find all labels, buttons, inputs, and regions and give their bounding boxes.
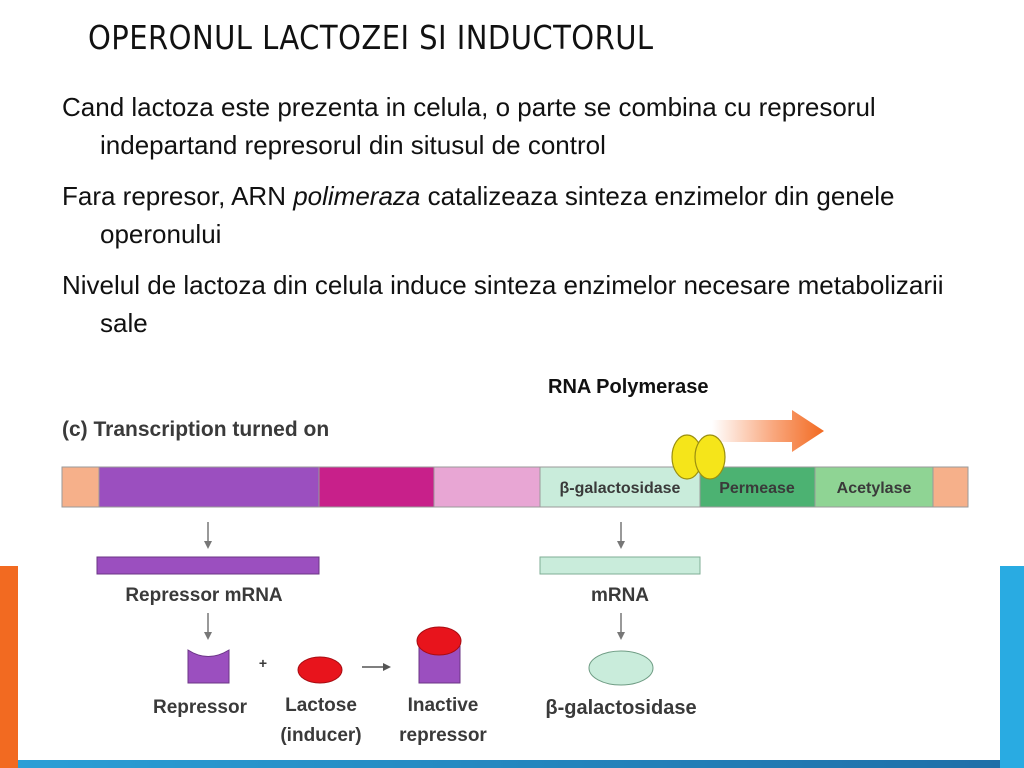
bullet-2: Fara represor, ARN polimeraza catalizeaz… xyxy=(62,177,962,253)
galactosidase-gene-segment xyxy=(539,466,701,508)
inactive-repressor-label-line1: Inactive xyxy=(408,695,479,716)
operator-segment xyxy=(433,466,541,508)
repressor-gene-segment xyxy=(98,466,320,508)
gene-label-acetylase: Acetylase xyxy=(837,480,912,497)
mrna-bar xyxy=(539,556,701,575)
repressor-mrna-label: Repressor mRNA xyxy=(125,585,283,606)
bullet-2-prefix: Fara represor, ARN xyxy=(62,181,294,211)
left-accent-bar xyxy=(0,566,18,768)
rna-polymerase-icon xyxy=(671,434,726,480)
galactosidase-protein-icon xyxy=(588,650,654,686)
mrna-label: mRNA xyxy=(591,585,649,606)
dna-end-right xyxy=(932,466,969,508)
promoter-segment xyxy=(318,466,435,508)
plus-sign: + xyxy=(259,655,267,671)
down-arrow-icon xyxy=(204,522,212,549)
bullet-3: Nivelul de lactoza din celula induce sin… xyxy=(62,270,944,338)
reaction-arrow-icon xyxy=(362,663,391,671)
rna-polymerase-label: RNA Polymerase xyxy=(548,376,709,398)
bullet-list: Cand lactoza este prezenta in celula, o … xyxy=(62,88,962,355)
repressor-label: Repressor xyxy=(153,697,248,718)
down-arrow-icon xyxy=(617,522,625,549)
bullet-2-italic: polimeraza xyxy=(293,181,421,211)
lactose-label-line1: Lactose xyxy=(285,695,357,716)
bullet-2-suffix: catalizeaza sinteza enzimelor din genele… xyxy=(100,181,895,249)
inactive-repressor-label-line2: repressor xyxy=(399,725,487,746)
bottom-accent-strip xyxy=(18,760,1000,768)
repressor-protein-icon xyxy=(187,649,230,684)
gene-label-galactosidase: β-galactosidase xyxy=(560,480,681,497)
lactose-label-line2: (inducer) xyxy=(280,725,361,746)
gene-label-permease: Permease xyxy=(719,480,795,497)
down-arrow-icon xyxy=(617,613,625,640)
galactosidase-protein-label: β-galactosidase xyxy=(545,697,696,719)
right-accent-bar xyxy=(1000,566,1024,768)
bullet-1: Cand lactoza este prezenta in celula, o … xyxy=(62,92,876,160)
slide-title: OPERONUL LACTOZEI SI INDUCTORUL xyxy=(88,18,654,57)
lactose-molecule-icon xyxy=(297,656,343,684)
down-arrow-icon xyxy=(204,613,212,640)
dna-strand xyxy=(61,466,969,508)
dna-end-left xyxy=(61,466,100,508)
inactive-repressor-icon xyxy=(416,626,462,684)
panel-title: (c) Transcription turned on xyxy=(62,418,329,441)
transcription-arrow-icon xyxy=(712,410,824,452)
repressor-mrna-bar xyxy=(96,556,320,575)
